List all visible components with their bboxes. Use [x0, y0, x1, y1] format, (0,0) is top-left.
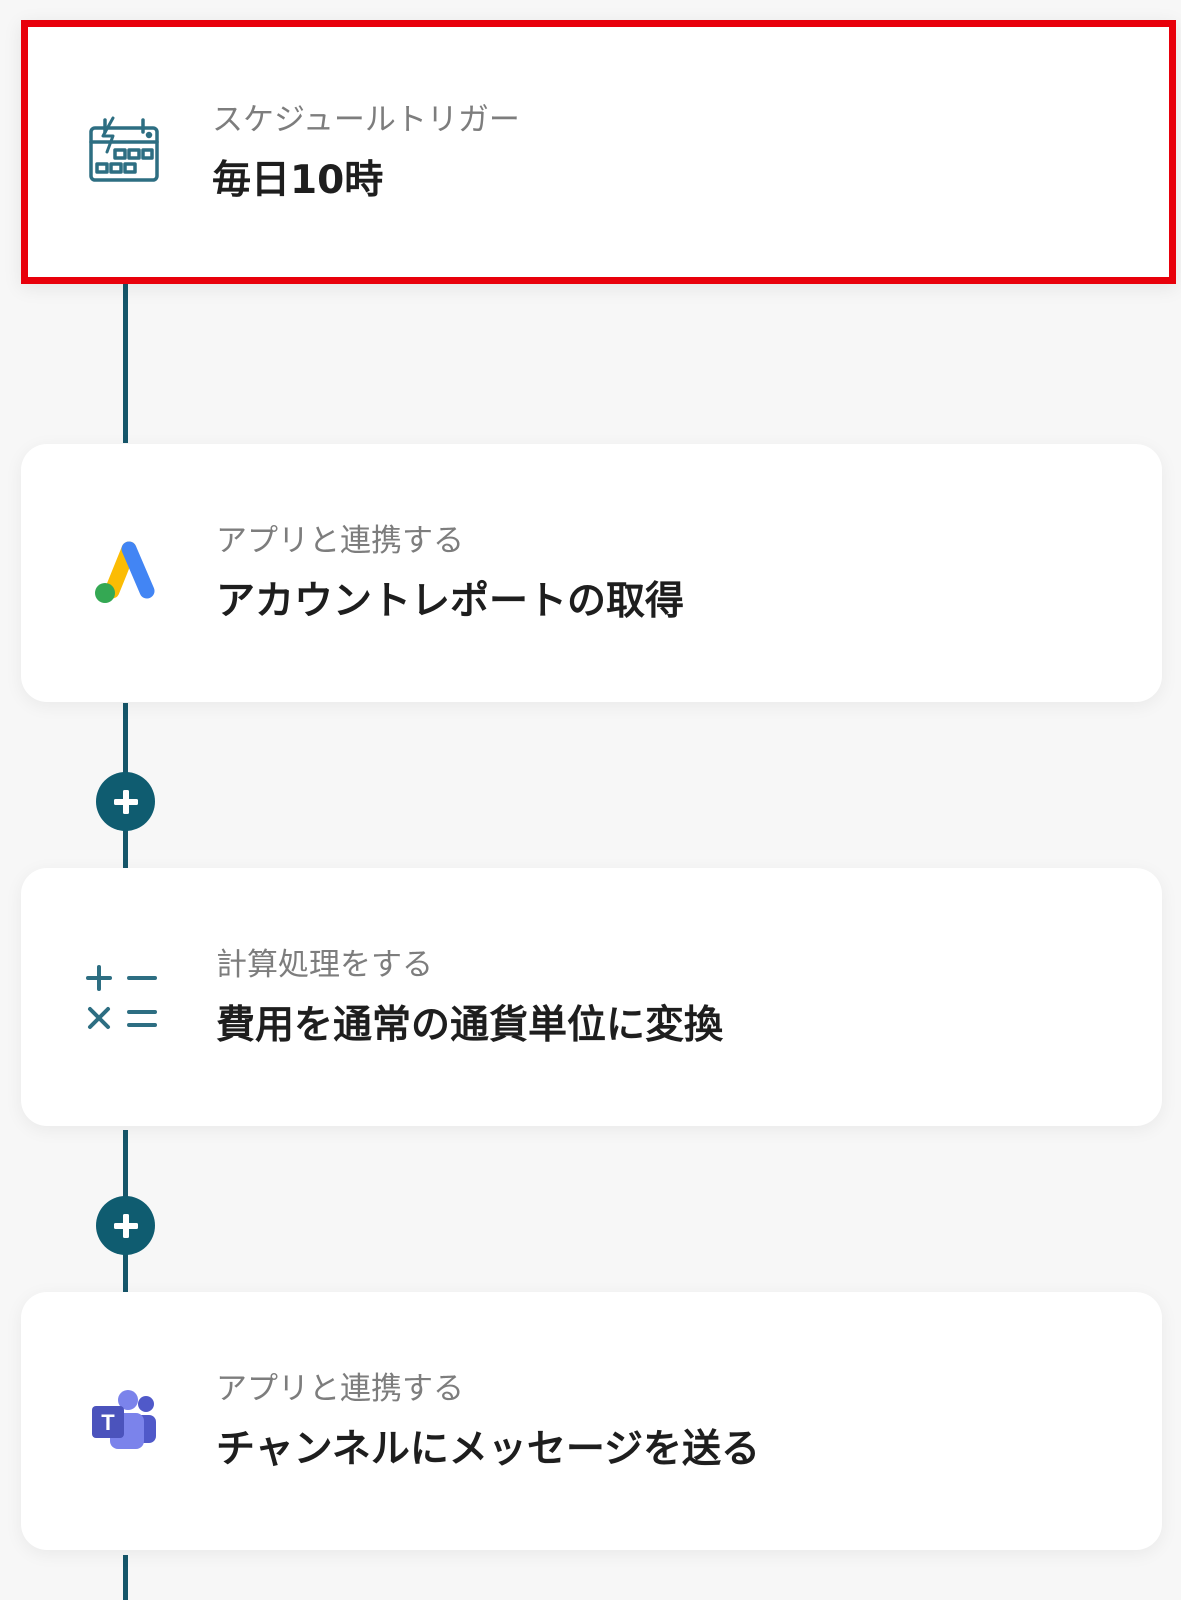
microsoft-teams-icon: T: [83, 1381, 163, 1461]
add-step-button[interactable]: [96, 1196, 155, 1255]
google-ads-icon: [83, 533, 163, 613]
svg-text:T: T: [101, 1410, 115, 1435]
connector-line: [123, 283, 128, 443]
step-card-schedule-trigger[interactable]: スケジュールトリガー 毎日10時: [21, 20, 1176, 284]
step-title: 費用を通常の通貨単位に変換: [216, 1003, 724, 1048]
step-text: アプリと連携する アカウントレポートの取得: [216, 522, 684, 626]
step-type-label: アプリと連携する: [216, 523, 464, 559]
step-type-label: アプリと連携する: [216, 1371, 464, 1407]
connector-line: [123, 1555, 128, 1600]
step-text: アプリと連携する チャンネルにメッセージを送る: [216, 1370, 760, 1474]
step-type-label: 計算処理をする: [216, 947, 433, 983]
step-text: スケジュールトリガー 毎日10時: [212, 101, 520, 205]
step-type-label: スケジュールトリガー: [212, 102, 520, 138]
step-title: アカウントレポートの取得: [216, 579, 685, 624]
step-text: 計算処理をする 費用を通常の通貨単位に変換: [216, 946, 723, 1050]
calculation-icon: [83, 957, 163, 1037]
step-card-calculation[interactable]: 計算処理をする 費用を通常の通貨単位に変換: [21, 868, 1162, 1126]
step-title: チャンネルにメッセージを送る: [216, 1427, 761, 1472]
step-card-google-ads[interactable]: アプリと連携する アカウントレポートの取得: [21, 444, 1162, 702]
plus-icon: [113, 1213, 138, 1238]
add-step-button[interactable]: [96, 772, 155, 831]
plus-icon: [113, 789, 138, 814]
step-card-microsoft-teams[interactable]: T アプリと連携する チャンネルにメッセージを送る: [21, 1292, 1162, 1550]
step-title: 毎日10時: [212, 158, 384, 203]
calendar-trigger-icon: [83, 110, 163, 190]
